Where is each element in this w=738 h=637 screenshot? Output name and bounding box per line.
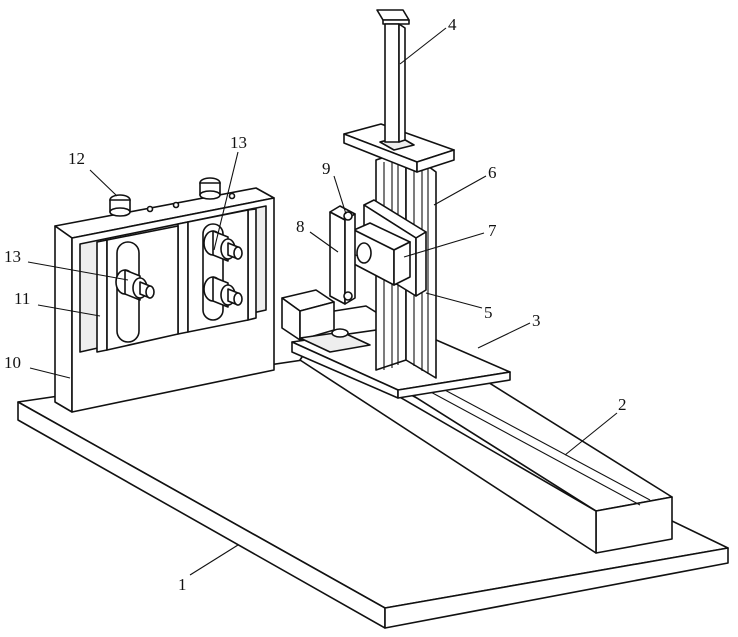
side-bracket — [330, 206, 355, 304]
label-4: 4 — [448, 15, 457, 34]
label-11: 11 — [14, 289, 30, 308]
label-1: 1 — [178, 575, 187, 594]
label-6: 6 — [488, 163, 497, 182]
label-12: 12 — [68, 149, 85, 168]
label-9: 9 — [322, 159, 331, 178]
motor-block — [282, 290, 334, 340]
label-13-upper: 13 — [230, 133, 247, 152]
label-10: 10 — [4, 353, 21, 372]
label-7: 7 — [488, 221, 497, 240]
label-2: 2 — [618, 395, 627, 414]
label-8: 8 — [296, 217, 305, 236]
label-5: 5 — [484, 303, 493, 322]
cylinder-rod — [377, 10, 409, 142]
label-13-lower: 13 — [4, 247, 21, 266]
label-3: 3 — [532, 311, 541, 330]
